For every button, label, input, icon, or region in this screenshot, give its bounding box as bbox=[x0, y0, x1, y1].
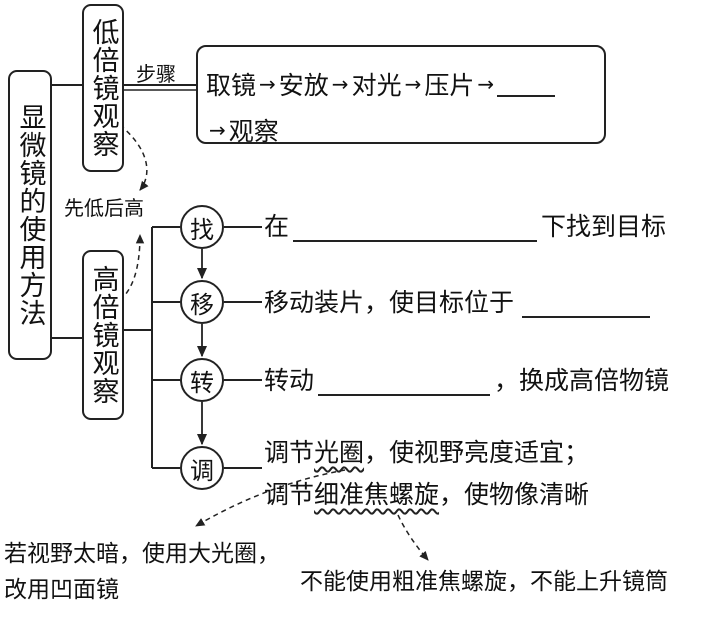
adjust-text-2: 调节细准焦螺旋，使物像清晰 bbox=[264, 480, 590, 509]
main-title-box: 显微镜的使用方法 bbox=[8, 70, 52, 360]
step-find-circle: 找 bbox=[180, 205, 224, 249]
high-power-box: 高倍镜观察 bbox=[82, 250, 124, 420]
fine-focus-term: 细准焦螺旋 bbox=[314, 480, 440, 509]
answer-blank-4 bbox=[318, 370, 491, 396]
dark-field-note: 若视野太暗，使用大光圈，改用凹面镜 bbox=[4, 541, 280, 603]
step-slide: 压片 bbox=[424, 71, 475, 100]
arrow-icon: → bbox=[209, 118, 226, 142]
step-observe: 观察 bbox=[228, 117, 279, 146]
step-label: 步骤 bbox=[136, 62, 176, 86]
step-move-circle: 移 bbox=[180, 280, 224, 324]
move-text: 移动装片，使目标位于 bbox=[264, 288, 651, 318]
focus-note-arrow bbox=[397, 514, 429, 561]
answer-blank-1 bbox=[497, 71, 556, 97]
high-power-title: 高倍镜观察 bbox=[87, 265, 119, 405]
steps-line-2: → 观察 bbox=[206, 112, 279, 148]
step-light: 对光 bbox=[351, 71, 402, 100]
fine-focus-note: 不能使用粗准焦螺旋，不能上升镜筒 bbox=[300, 569, 668, 595]
order-label: 先低后高 bbox=[64, 196, 144, 220]
answer-blank-2 bbox=[293, 216, 538, 242]
order-dashed-arrow-top bbox=[119, 124, 149, 191]
step-take: 取镜 bbox=[206, 71, 257, 100]
turn-text: 转动，换成高倍物镜 bbox=[264, 366, 670, 396]
step-turn-circle: 转 bbox=[180, 358, 224, 402]
answer-blank-3 bbox=[522, 292, 651, 318]
step-adjust-circle: 调 bbox=[180, 446, 224, 490]
aperture-note-arrow bbox=[195, 469, 346, 527]
steps-line-1: 取镜 → 安放 → 对光 → 压片 → bbox=[206, 66, 556, 102]
find-text: 在下找到目标 bbox=[264, 212, 667, 242]
arrow-icon: → bbox=[477, 72, 495, 96]
arrow-icon: → bbox=[331, 72, 349, 96]
steps-box bbox=[196, 45, 606, 144]
low-power-title: 低倍镜观察 bbox=[87, 18, 119, 158]
aperture-term: 光圈 bbox=[314, 438, 365, 467]
main-title: 显微镜的使用方法 bbox=[14, 103, 46, 327]
adjust-text-1: 调节光圈，使视野亮度适宜； bbox=[264, 438, 590, 467]
arrow-icon: → bbox=[404, 72, 422, 96]
arrow-icon: → bbox=[259, 72, 276, 96]
low-power-box: 低倍镜观察 bbox=[82, 4, 124, 172]
step-place: 安放 bbox=[278, 71, 329, 100]
